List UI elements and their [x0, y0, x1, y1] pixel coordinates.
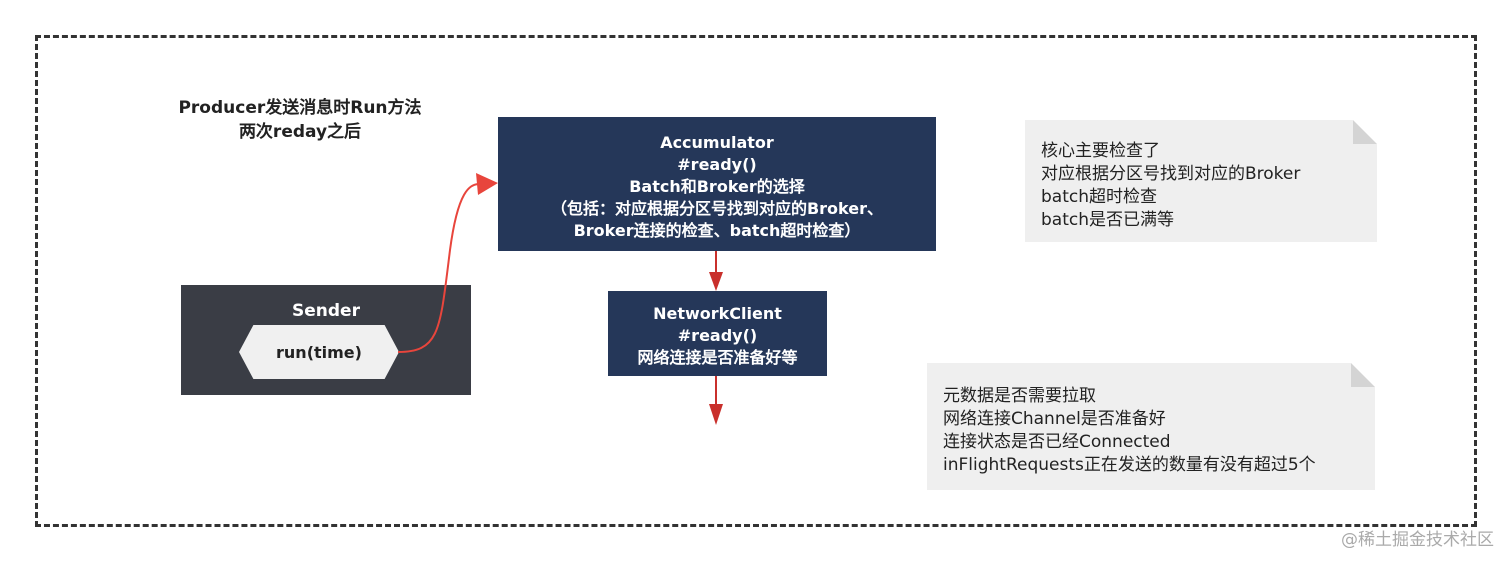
title-line-2: 两次reday之后: [238, 122, 362, 142]
network-client-box: NetworkClient #ready() 网络连接是否准备好等: [608, 291, 827, 376]
note-network-line-4: inFlightRequests正在发送的数量有没有超过5个: [943, 455, 1316, 475]
run-method-label: run(time): [276, 342, 362, 362]
run-to-accumulator-arrowhead: [476, 173, 498, 195]
note-fold-corner: [1353, 120, 1377, 144]
note-core-line-2: 对应根据分区号找到对应的Broker: [1041, 164, 1301, 184]
accumulator-box: Accumulator #ready() Batch和Broker的选择 （包括…: [498, 117, 936, 251]
note-core-line-4: batch是否已满等: [1041, 210, 1174, 230]
diagram-title: Producer发送消息时Run方法 两次reday之后: [150, 96, 450, 144]
run-to-accumulator-arrow: [397, 183, 479, 353]
note-network-checks: 元数据是否需要拉取 网络连接Channel是否准备好 连接状态是否已经Conne…: [927, 363, 1375, 490]
accumulator-to-network-arrowhead: [709, 272, 723, 291]
note-core-line-1: 核心主要检查了: [1041, 141, 1160, 161]
accumulator-line-3: Batch和Broker的选择: [629, 177, 805, 196]
note-core-checks: 核心主要检查了 对应根据分区号找到对应的Broker batch超时检查 bat…: [1025, 120, 1377, 242]
watermark: @稀土掘金技术社区: [1341, 530, 1494, 550]
note-fold-corner: [1351, 363, 1375, 387]
run-method-hexagon: run(time): [239, 325, 399, 379]
network-client-line-1: NetworkClient: [653, 304, 782, 323]
accumulator-line-1: Accumulator: [660, 133, 774, 152]
accumulator-line-5: Broker连接的检查、batch超时检查）: [573, 221, 861, 240]
title-line-1: Producer发送消息时Run方法: [178, 98, 422, 118]
sender-label: Sender: [292, 301, 360, 321]
note-core-line-3: batch超时检查: [1041, 187, 1157, 207]
diagram-frame: [35, 35, 1477, 527]
note-network-line-3: 连接状态是否已经Connected: [943, 432, 1171, 452]
network-down-arrowhead: [709, 404, 723, 425]
network-client-line-3: 网络连接是否准备好等: [637, 348, 798, 367]
accumulator-line-4: （包括：对应根据分区号找到对应的Broker、: [550, 199, 884, 218]
note-network-line-2: 网络连接Channel是否准备好: [943, 409, 1166, 429]
network-client-line-2: #ready(): [677, 326, 758, 345]
accumulator-line-2: #ready(): [677, 155, 757, 174]
sender-box: Sender run(time): [181, 285, 471, 395]
note-network-line-1: 元数据是否需要拉取: [943, 386, 1096, 406]
